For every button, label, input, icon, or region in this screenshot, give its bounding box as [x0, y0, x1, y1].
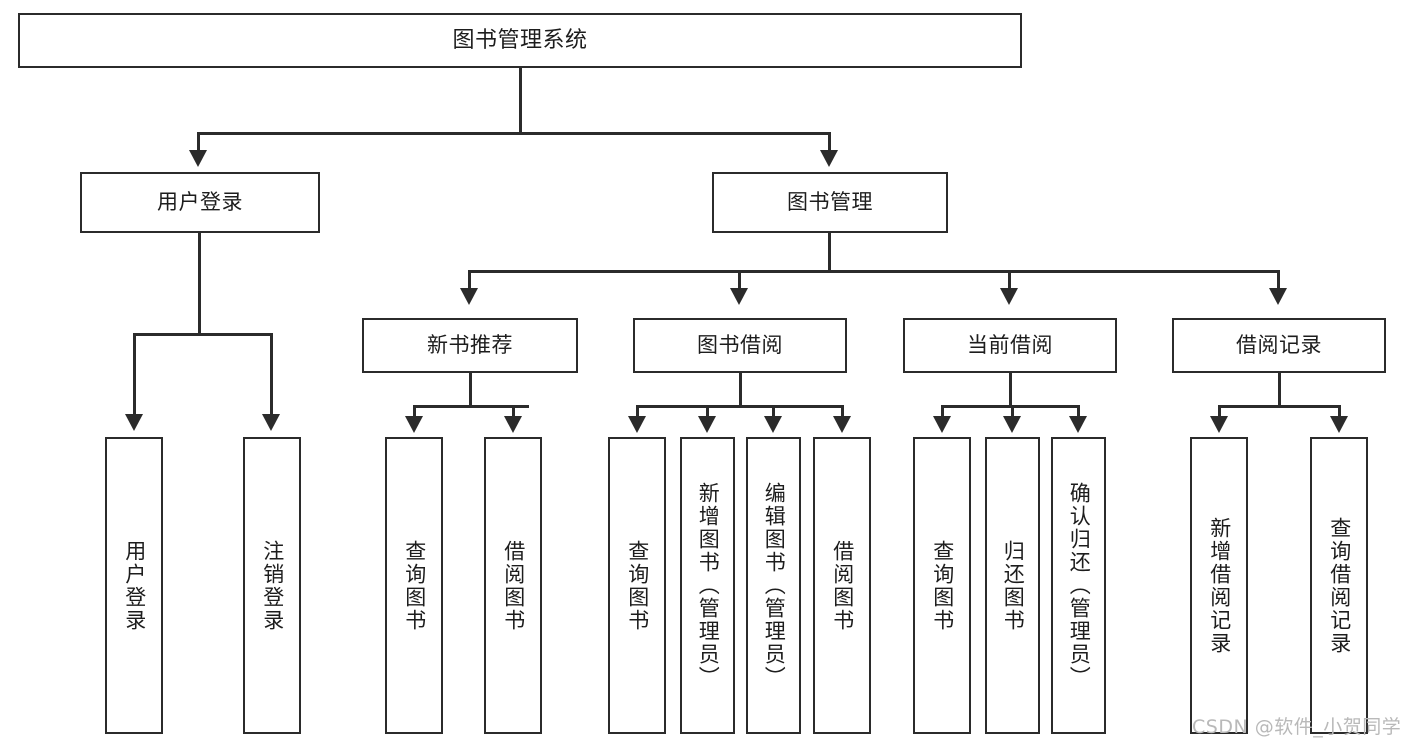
node-leaf-add-book-admin[interactable]: 新增图书（管理员）: [680, 437, 735, 734]
node-leaf-return-book[interactable]: 归还图书: [985, 437, 1040, 734]
arrowhead-leaf-query-borrow-record: [1330, 416, 1348, 433]
node-leaf-confirm-return[interactable]: 确认归还（管理员）: [1051, 437, 1106, 734]
connector-to-borrow-record: [1277, 270, 1280, 290]
arrowhead-leaf-query-book-1: [405, 416, 423, 433]
node-leaf-user-logout[interactable]: 注销登录: [243, 437, 301, 734]
node-label: 用户登录: [122, 539, 147, 632]
arrowhead-leaf-borrow-book-2: [833, 416, 851, 433]
arrowhead-book-borrow: [730, 288, 748, 305]
node-borrow-record[interactable]: 借阅记录: [1172, 318, 1386, 373]
node-leaf-query-book-1[interactable]: 查询图书: [385, 437, 443, 734]
node-leaf-query-book-3[interactable]: 查询图书: [913, 437, 971, 734]
node-label: 借阅记录: [1236, 333, 1322, 357]
connector-book-borrow-bar: [636, 405, 844, 408]
arrowhead-leaf-add-book-admin: [698, 416, 716, 433]
arrowhead-new-book-recommend: [460, 288, 478, 305]
connector-to-leaf-query-book-2: [636, 405, 639, 419]
node-label: 新增图书（管理员）: [696, 482, 721, 689]
connector-to-book-borrow: [738, 270, 741, 290]
connector-new-book-recommend-bar: [413, 405, 529, 408]
arrowhead-leaf-query-book-3: [933, 416, 951, 433]
node-leaf-user-login[interactable]: 用户登录: [105, 437, 163, 734]
connector-user-login-stem: [198, 233, 201, 335]
csdn-watermark: CSDN @软件_小贺同学: [1192, 716, 1402, 738]
node-label: 确认归还（管理员）: [1067, 482, 1092, 689]
arrowhead-leaf-confirm-return: [1069, 416, 1087, 433]
arrowhead-leaf-edit-book-admin: [764, 416, 782, 433]
node-label: 图书管理系统: [452, 27, 588, 53]
connector-to-new-book-recommend: [468, 270, 471, 290]
node-label: 新书推荐: [427, 333, 513, 357]
node-label: 图书借阅: [697, 333, 783, 357]
node-leaf-edit-book-admin[interactable]: 编辑图书（管理员）: [746, 437, 801, 734]
arrowhead-user-login: [189, 150, 207, 167]
connector-to-leaf-edit-book-admin: [772, 405, 775, 419]
connector-to-current-borrow: [1008, 270, 1011, 290]
arrowhead-leaf-add-borrow-record: [1210, 416, 1228, 433]
arrowhead-leaf-query-book-2: [628, 416, 646, 433]
connector-to-leaf-query-book-1: [413, 405, 416, 419]
node-label: 注销登录: [260, 539, 285, 632]
node-root-system[interactable]: 图书管理系统: [18, 13, 1022, 68]
node-label: 新增借阅记录: [1207, 516, 1232, 655]
node-label: 借阅图书: [830, 539, 855, 632]
node-label: 归还图书: [1001, 539, 1026, 632]
node-label: 编辑图书（管理员）: [762, 482, 787, 689]
node-book-manage[interactable]: 图书管理: [712, 172, 948, 233]
node-label: 图书管理: [787, 190, 873, 214]
connector-to-leaf-user-logout: [270, 333, 273, 416]
node-current-borrow[interactable]: 当前借阅: [903, 318, 1117, 373]
connector-root-to-book-manage: [828, 132, 831, 152]
node-label: 查询图书: [930, 539, 955, 632]
connector-to-leaf-borrow-book-2: [841, 405, 844, 419]
connector-user-login-bar: [133, 333, 270, 336]
node-new-book-recommend[interactable]: 新书推荐: [362, 318, 578, 373]
node-leaf-query-borrow-record[interactable]: 查询借阅记录: [1310, 437, 1368, 734]
connector-to-leaf-confirm-return: [1077, 405, 1080, 419]
arrowhead-current-borrow: [1000, 288, 1018, 305]
arrowhead-leaf-borrow-book-1: [504, 416, 522, 433]
connector-new-book-recommend-stem: [469, 373, 472, 407]
arrowhead-book-manage: [820, 150, 838, 167]
connector-to-leaf-query-book-3: [941, 405, 944, 419]
connector-to-leaf-add-book-admin: [706, 405, 709, 419]
arrowhead-leaf-user-login: [125, 414, 143, 431]
connector-borrow-record-stem: [1278, 373, 1281, 407]
connector-book-borrow-stem: [739, 373, 742, 407]
connector-root-to-user-login: [197, 132, 200, 152]
connector-to-leaf-borrow-book-1: [512, 405, 515, 419]
arrowhead-borrow-record: [1269, 288, 1287, 305]
connector-to-leaf-return-book: [1011, 405, 1014, 419]
connector-book-manage-bar: [468, 270, 1280, 273]
connector-to-leaf-user-login: [133, 333, 136, 416]
connector-book-manage-stem: [828, 233, 831, 272]
node-label: 用户登录: [157, 190, 243, 214]
connector-borrow-record-bar: [1218, 405, 1340, 408]
node-label: 借阅图书: [501, 539, 526, 632]
connector-to-leaf-add-borrow-record: [1218, 405, 1221, 419]
node-label: 查询借阅记录: [1327, 516, 1352, 655]
node-leaf-query-book-2[interactable]: 查询图书: [608, 437, 666, 734]
arrowhead-leaf-return-book: [1003, 416, 1021, 433]
connector-to-leaf-query-borrow-record: [1338, 405, 1341, 419]
node-leaf-add-borrow-record[interactable]: 新增借阅记录: [1190, 437, 1248, 734]
node-leaf-borrow-book-1[interactable]: 借阅图书: [484, 437, 542, 734]
connector-root-stem: [519, 68, 522, 134]
connector-current-borrow-bar: [941, 405, 1079, 408]
node-user-login[interactable]: 用户登录: [80, 172, 320, 233]
node-label: 查询图书: [625, 539, 650, 632]
connector-current-borrow-stem: [1009, 373, 1012, 407]
node-leaf-borrow-book-2[interactable]: 借阅图书: [813, 437, 871, 734]
node-label: 当前借阅: [967, 333, 1053, 357]
connector-root-bar: [197, 132, 831, 135]
arrowhead-leaf-user-logout: [262, 414, 280, 431]
node-label: 查询图书: [402, 539, 427, 632]
node-book-borrow[interactable]: 图书借阅: [633, 318, 847, 373]
